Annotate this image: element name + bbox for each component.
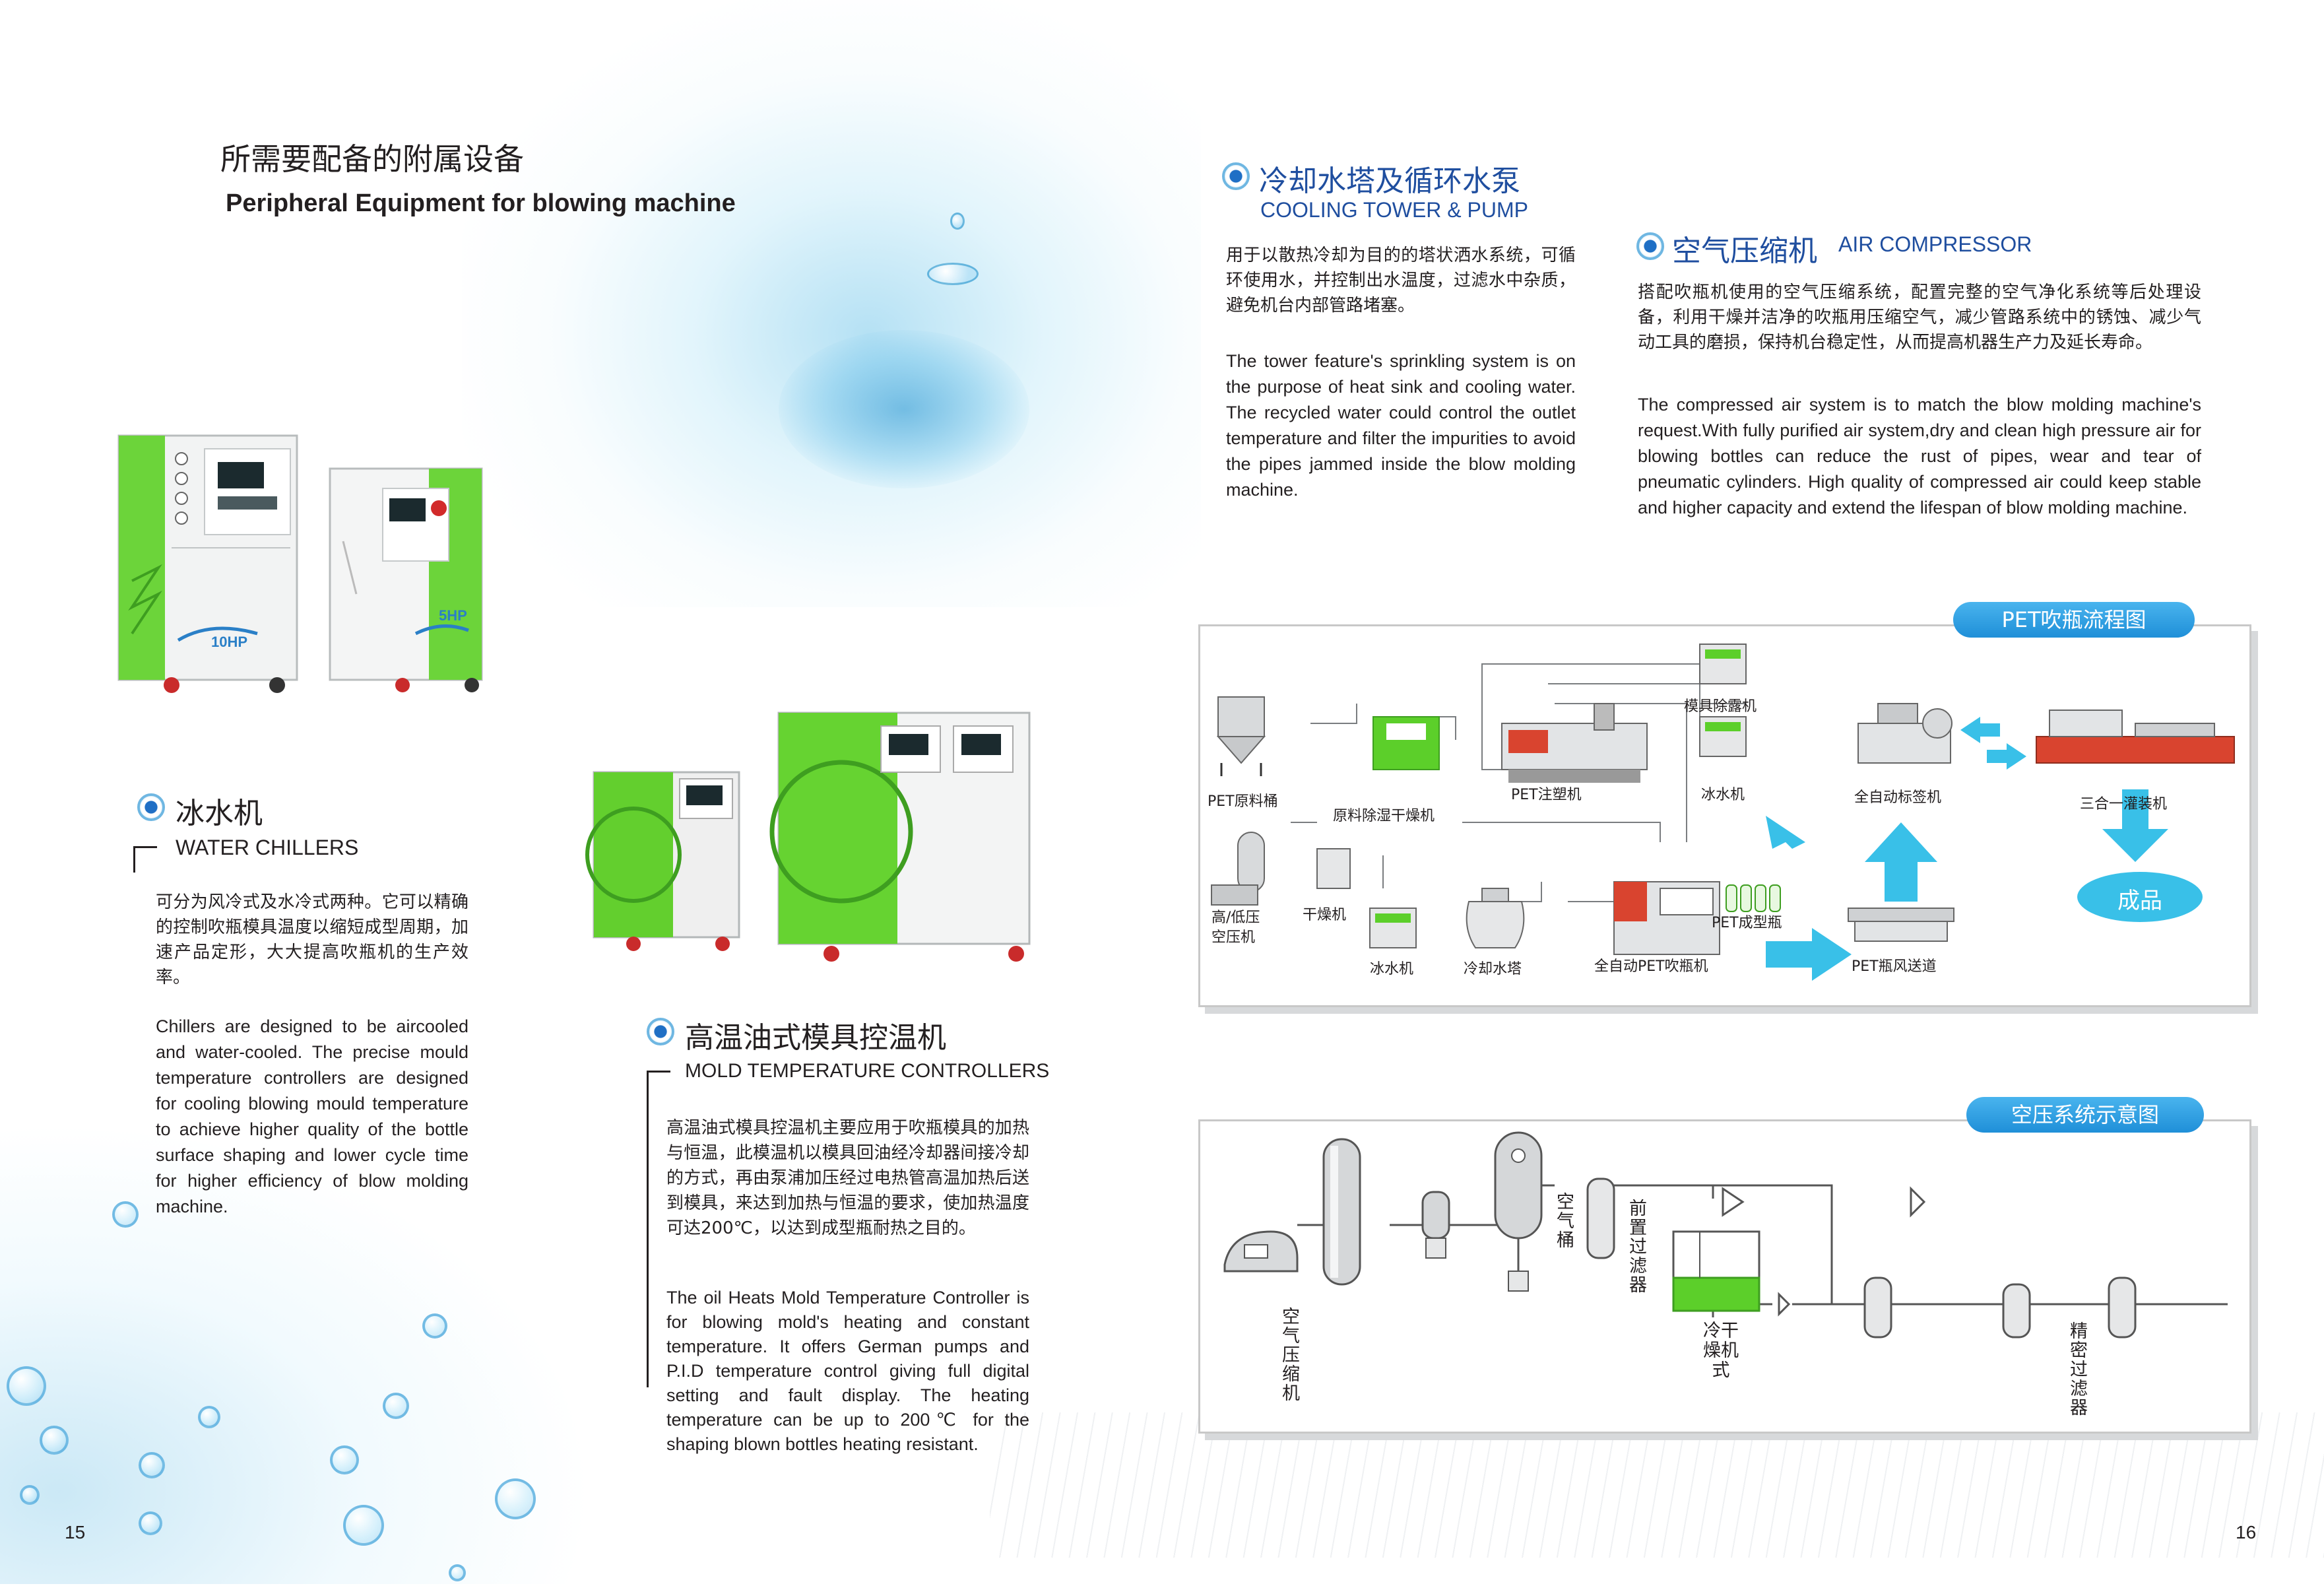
air-compressor-icon bbox=[1211, 832, 1265, 906]
water-drop bbox=[950, 213, 965, 230]
label-blower: 全自动PET吹瓶机 bbox=[1594, 958, 1708, 975]
chillers-body-cn: 可分为风冷式及水冷式两种。它可以精确的控制吹瓶模具温度以缩短成型周期，加速产品定… bbox=[156, 892, 468, 987]
blow-molding-machine-icon bbox=[1613, 881, 1720, 955]
mold-body-cn: 高温油式模具控温机主要应用于吹瓶模具的加热与恒温，此模温机以模具回油经冷却器间接… bbox=[666, 1118, 1029, 1238]
bubble bbox=[495, 1478, 536, 1519]
label-chiller-top: 冰水机 bbox=[1701, 787, 1745, 803]
label-fine-filter: 精密过滤器 bbox=[2067, 1321, 2087, 1417]
bubble bbox=[139, 1511, 162, 1535]
section-bullet-icon bbox=[137, 793, 165, 821]
mold-title-cn: 高温油式模具控温机 bbox=[685, 1021, 946, 1055]
air-conveyor-icon bbox=[1848, 908, 1954, 942]
bubble bbox=[422, 1313, 447, 1339]
filler-icon bbox=[2036, 710, 2235, 764]
labeler-icon bbox=[1857, 703, 1953, 764]
water-chiller-illustration: 10HP 5HP bbox=[117, 434, 483, 693]
bubble bbox=[330, 1445, 359, 1474]
mold-dehumidifier-icon bbox=[1699, 644, 1747, 684]
valve-icon bbox=[1722, 1186, 1926, 1317]
raw-material-bin-icon bbox=[1216, 696, 1266, 776]
cooling-title-en: COOLING TOWER & PUMP bbox=[1260, 198, 1528, 222]
page-number-left: 15 bbox=[65, 1522, 86, 1542]
bubble-field-decoration bbox=[0, 1122, 594, 1584]
mold-title-en: MOLD TEMPERATURE CONTROLLERS bbox=[685, 1060, 1050, 1082]
chillers-title-cn: 冰水机 bbox=[176, 797, 263, 830]
refrigerated-dryer-icon bbox=[1672, 1230, 1760, 1312]
section-bullet-icon bbox=[1222, 162, 1250, 190]
label-tower: 冷却水塔 bbox=[1464, 961, 1522, 977]
bubble bbox=[112, 1201, 139, 1228]
mold-controller-illustration bbox=[585, 711, 1031, 962]
section-rule bbox=[133, 846, 135, 873]
compressor-title-en: AIR COMPRESSOR bbox=[1838, 232, 2032, 256]
label-compressor: 高/低压 空压机 bbox=[1211, 910, 1260, 946]
label-air-tank: 空气桶 bbox=[1553, 1192, 1574, 1249]
label-dryer-raw: 原料除湿干燥机 bbox=[1333, 808, 1435, 824]
label-bottles: PET成型瓶 bbox=[1712, 915, 1782, 931]
air-system-diagram bbox=[1223, 1131, 2228, 1339]
cooling-tower-icon bbox=[1466, 888, 1525, 948]
label-refrigerated-dryer: 冷干燥机式 bbox=[1703, 1321, 1739, 1381]
pre-filter-icon bbox=[1586, 1177, 1615, 1259]
injection-machine-icon bbox=[1501, 703, 1648, 783]
mold-body-en: The oil Heats Mold Temperature Controlle… bbox=[666, 1288, 1029, 1454]
page-number-right: 16 bbox=[2236, 1522, 2257, 1542]
pet-bottles-icon bbox=[1726, 884, 1781, 912]
air-compressor-icon bbox=[1223, 1230, 1299, 1273]
bubble bbox=[7, 1366, 46, 1406]
page-title-en: Peripheral Equipment for blowing machine bbox=[226, 189, 736, 217]
label-labeler: 全自动标签机 bbox=[1854, 789, 1942, 806]
bubble bbox=[20, 1485, 40, 1505]
chiller-5hp-badge: 5HP bbox=[439, 607, 467, 624]
chiller-icon bbox=[1369, 908, 1417, 948]
water-splash-decoration bbox=[462, 0, 1201, 607]
chiller-10hp-badge: 10HP bbox=[211, 634, 247, 650]
chiller-icon bbox=[1699, 716, 1747, 757]
dryer-icon bbox=[1316, 848, 1351, 889]
pet-flow-diagram bbox=[1211, 644, 2235, 981]
section-bullet-icon bbox=[1636, 232, 1664, 260]
label-injection: PET注塑机 bbox=[1511, 787, 1582, 803]
label-product: 成品 bbox=[2117, 888, 2162, 914]
pet-flow-title: PET吹瓶流程图 bbox=[1953, 602, 2195, 638]
desiccant-dryer-icon bbox=[1372, 716, 1440, 770]
label-raw-bin: PET原料桶 bbox=[1208, 793, 1278, 810]
page-title-cn: 所需要配备的附属设备 bbox=[220, 141, 524, 177]
section-rule bbox=[647, 1071, 670, 1073]
label-dehumidifier: 模具除露机 bbox=[1684, 698, 1757, 715]
air-tank-icon bbox=[1494, 1131, 1543, 1292]
bubble bbox=[139, 1452, 165, 1478]
bubble bbox=[383, 1393, 409, 1419]
cooling-body-en: The tower feature's sprinkling system is… bbox=[1226, 351, 1576, 500]
air-system-title: 空压系统示意图 bbox=[1966, 1097, 2204, 1133]
bubble bbox=[343, 1505, 384, 1546]
compressor-body-cn: 搭配吹瓶机使用的空气压缩系统，配置完整的空气净化系统等后处理设备，利用干燥并洁净… bbox=[1638, 282, 2201, 352]
fine-filter-icon bbox=[1863, 1276, 2137, 1339]
water-drop bbox=[927, 263, 979, 285]
section-rule bbox=[133, 846, 157, 848]
compressor-title-cn: 空气压缩机 bbox=[1672, 234, 1817, 268]
label-dryer: 干燥机 bbox=[1303, 907, 1347, 923]
cooling-body-cn: 用于以散热冷却为目的的塔状洒水系统，可循环使用水，并控制出水温度，过滤水中杂质，… bbox=[1226, 246, 1576, 315]
cooling-title-cn: 冷却水塔及循环水泵 bbox=[1259, 164, 1520, 198]
label-air-compressor: 空气压缩机 bbox=[1279, 1307, 1299, 1403]
bubble bbox=[449, 1564, 466, 1581]
section-bullet-icon bbox=[647, 1018, 674, 1045]
receiver-tank-icon bbox=[1322, 1138, 1361, 1286]
label-pre-filter: 前置过滤器 bbox=[1626, 1199, 1646, 1294]
section-rule bbox=[647, 1071, 649, 1387]
label-filler: 三合一灌装机 bbox=[2080, 796, 2168, 812]
bubble bbox=[198, 1406, 220, 1428]
compressor-body-en: The compressed air system is to match th… bbox=[1638, 395, 2201, 517]
label-chiller-bottom: 冰水机 bbox=[1370, 961, 1414, 977]
water-splash-core bbox=[779, 330, 1029, 488]
bubble bbox=[40, 1426, 69, 1455]
label-conveyor: PET瓶风送道 bbox=[1852, 958, 1937, 975]
chillers-body-en: Chillers are designed to be aircooled an… bbox=[156, 1016, 468, 1216]
decorative-stripe-band bbox=[990, 1412, 2324, 1558]
filter-icon bbox=[1421, 1191, 1450, 1259]
chillers-title-en: WATER CHILLERS bbox=[176, 836, 359, 859]
